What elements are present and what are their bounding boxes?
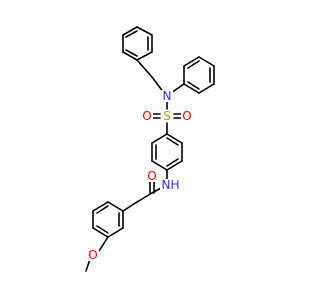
bonds [85,26,215,272]
ch2-aryl-bond [122,201,138,212]
carbonyl-oxygen-label: O [147,169,156,183]
carbonyl-double-bond [149,181,155,194]
amine-nitrogen-atom: N [161,89,173,103]
benzyl-phenyl-ring [122,26,153,61]
sulfonyl-oxygen-right-atom: O [181,109,193,123]
sulfonyl-oxygen-right-label: O [182,109,191,123]
carbonyl-ch2-bond [136,192,153,203]
aryl-o-bond [98,236,109,252]
sulfonyl-oxygen-left-atom: O [141,109,153,123]
methoxy-oxygen-label: O [88,248,97,262]
n-phenyl-ring [183,56,215,94]
amine-nitrogen-label: N [163,89,172,103]
sulfonyl-sulfur-label: S [163,109,171,123]
benzyl-ch2-bond [136,59,153,78]
methoxy-oxygen-atom: O [87,248,99,262]
methoxyphenyl-ring [92,201,124,238]
sulfonyl-oxygen-left-label: O [142,109,151,123]
molecule-drawing: N S O O N H O [85,26,215,272]
central-phenylene-ring [151,133,183,171]
amide-nitrogen-atom: N H [160,178,180,192]
n-phenyl-bond [170,83,185,94]
atom-labels: N S O O N H O [87,89,193,262]
sulfonyl-sulfur-atom: S [161,109,173,123]
structure-diagram: N S O O N H O [85,26,215,272]
amide-nitrogen-label: N [162,178,171,192]
carbonyl-oxygen-atom: O [146,169,158,183]
amide-hydrogen-label: H [170,178,179,192]
